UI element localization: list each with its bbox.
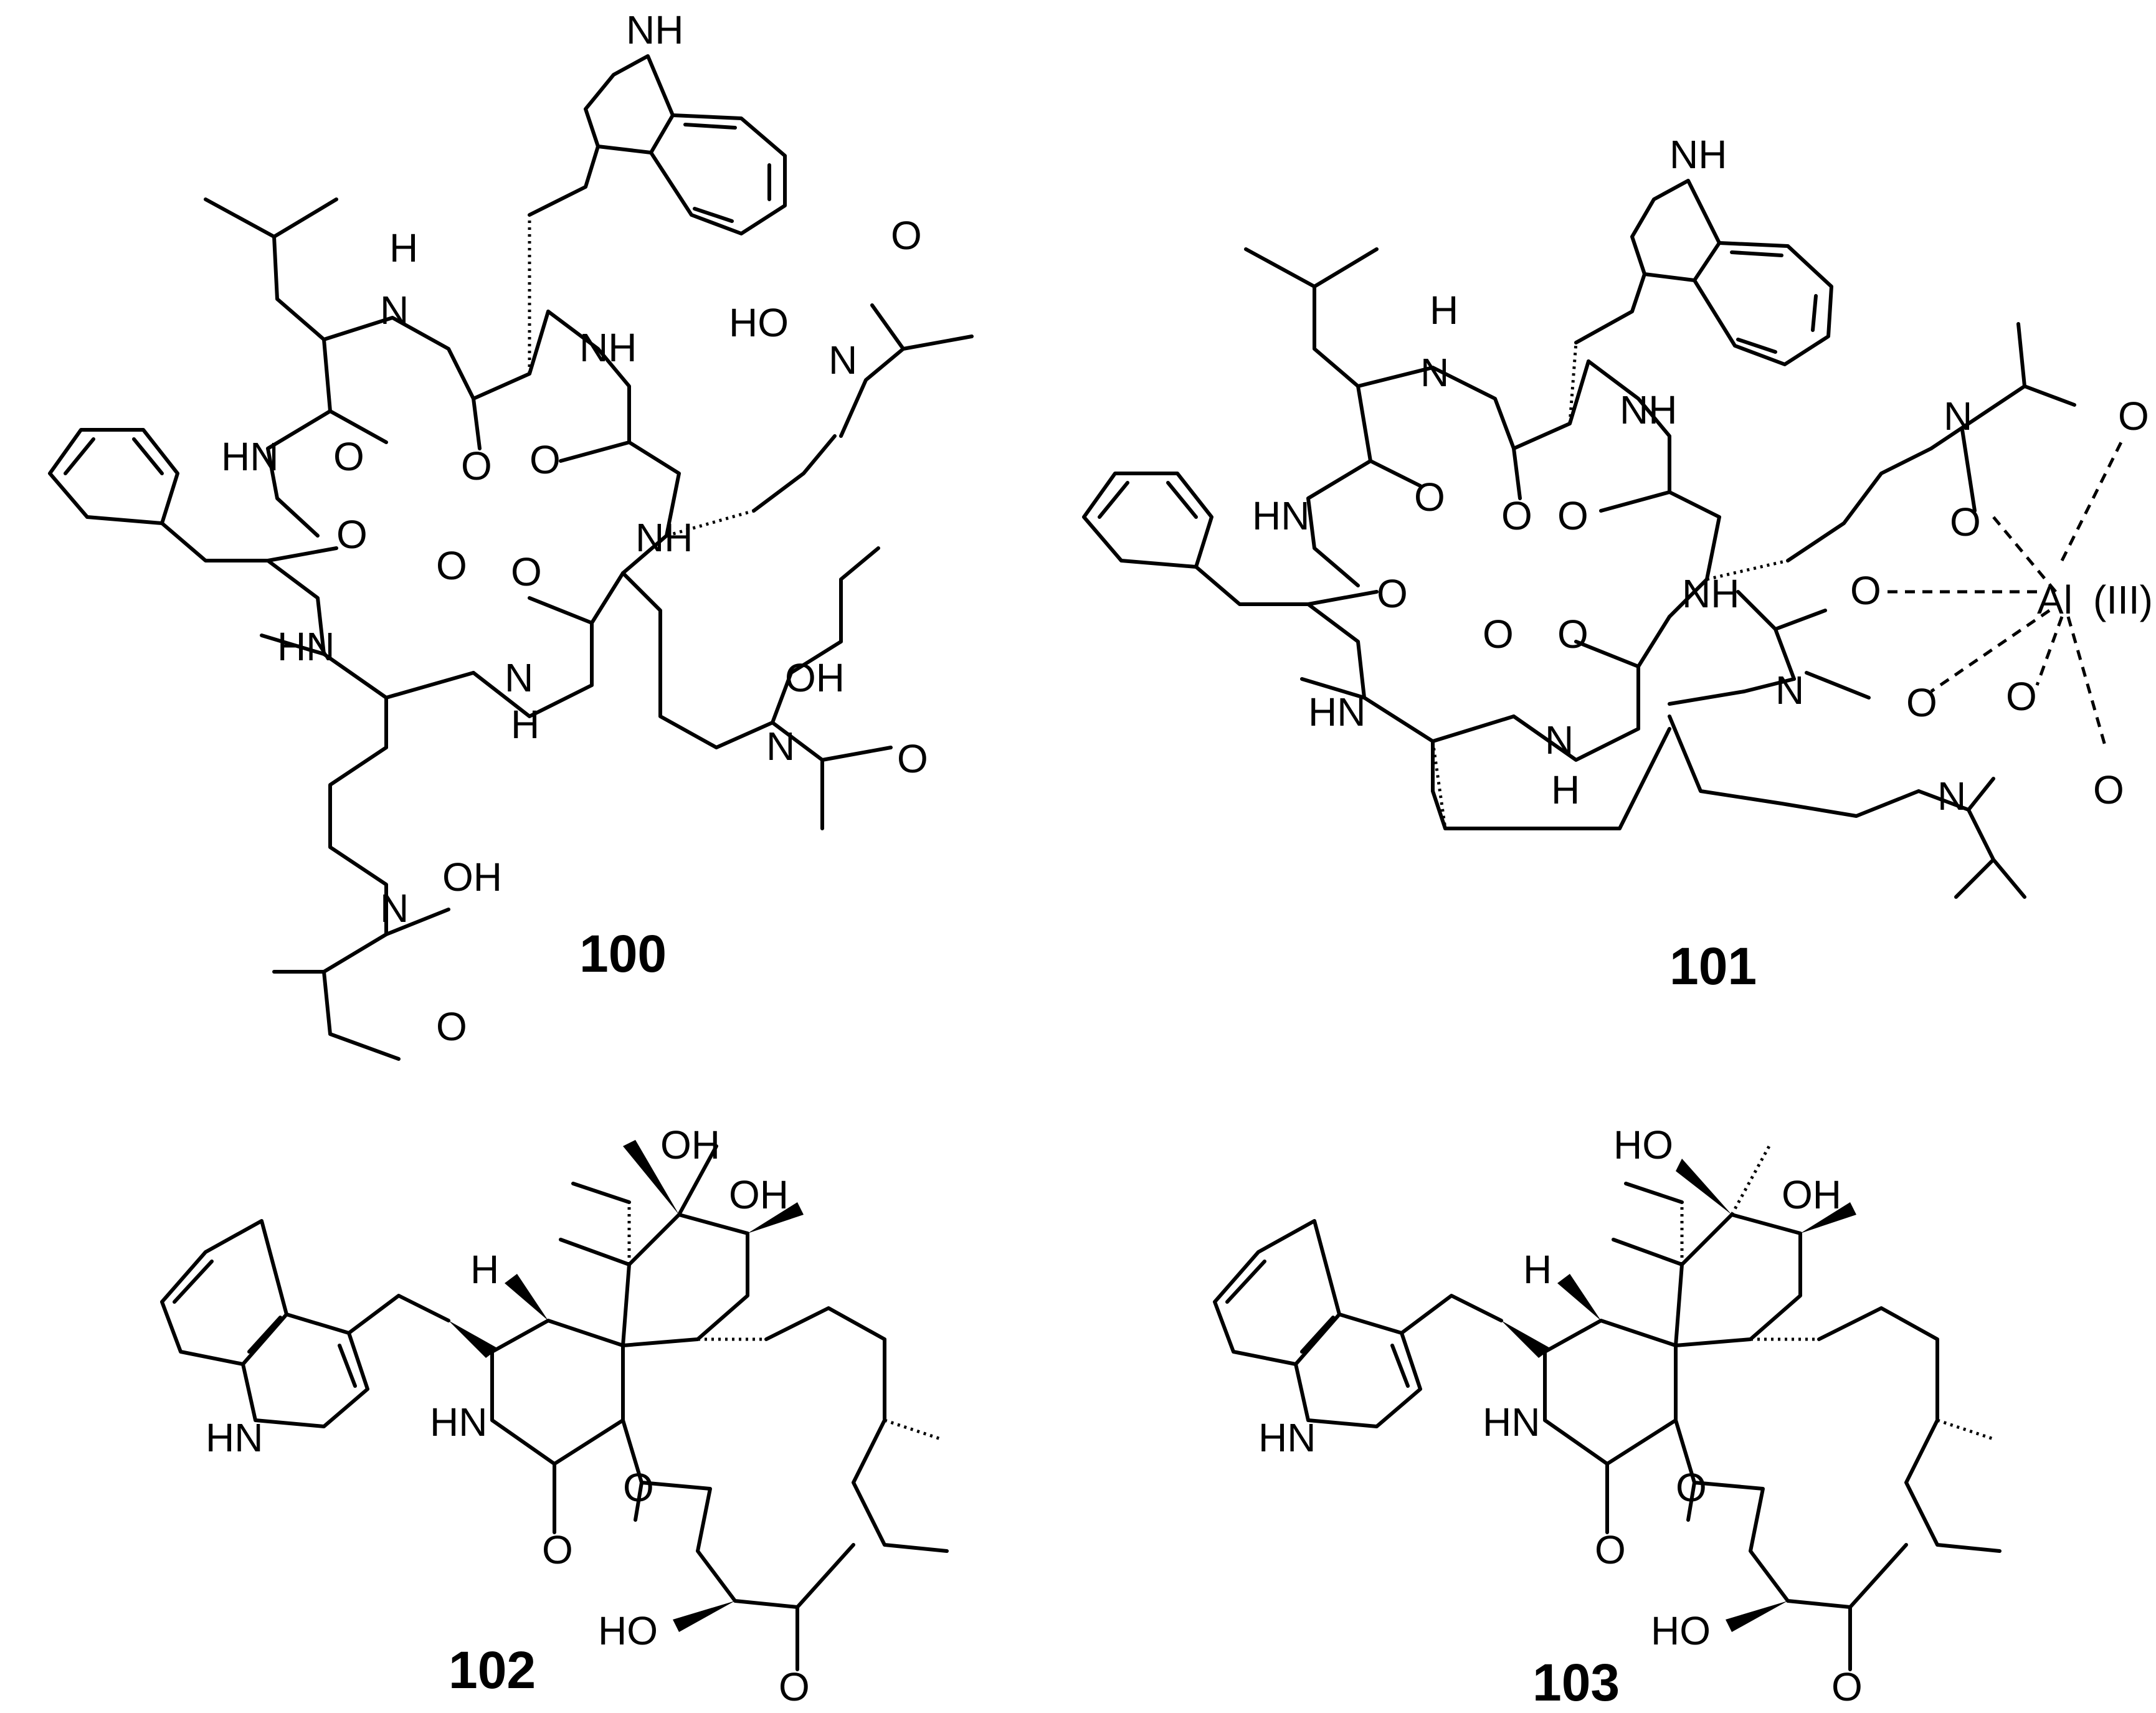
carbonyl-o-label: O bbox=[1483, 612, 1514, 657]
ketone-o-label: O bbox=[1831, 1664, 1863, 1709]
hydroxyl-ho-label: HO bbox=[598, 1608, 658, 1653]
amide-n-label: N bbox=[1420, 350, 1449, 395]
hydroxamate-n-label: N bbox=[1937, 774, 1966, 819]
ring-fusion-h-label: H bbox=[470, 1247, 499, 1292]
amide-h-label: H bbox=[1430, 288, 1458, 333]
amide-nh-label: NH bbox=[1620, 387, 1677, 432]
amide-hn-label: HN bbox=[221, 434, 278, 479]
ketone-o-label: O bbox=[623, 1465, 654, 1510]
lactam-o-label: O bbox=[542, 1527, 573, 1572]
amide-nh-label: NH bbox=[635, 515, 693, 560]
hydroxamate-o-label: O bbox=[1950, 500, 1981, 544]
hydroxamate-n-label: N bbox=[766, 724, 795, 769]
amide-nh-label: NH bbox=[1682, 571, 1739, 616]
carbonyl-o-label: O bbox=[1377, 571, 1408, 616]
hydroxamate-o-label: O bbox=[1906, 680, 1937, 725]
acetyl-o-label: O bbox=[436, 1004, 467, 1049]
carbonyl-o-label: O bbox=[1501, 493, 1532, 538]
carbonyl-o-label: O bbox=[1414, 475, 1445, 520]
ketone-o-label: O bbox=[1676, 1465, 1707, 1510]
ring-fusion-h-label: H bbox=[1523, 1247, 1552, 1292]
acetyl-o-label: O bbox=[2093, 767, 2124, 812]
hydroxyl-oh-label: OH bbox=[729, 1172, 789, 1217]
carbonyl-o-label: O bbox=[1557, 493, 1589, 538]
compound-101-id: 101 bbox=[1669, 937, 1757, 995]
hydroxamate-n-label: N bbox=[829, 338, 857, 382]
amide-h-label: H bbox=[1551, 767, 1580, 812]
lactam-hn-label: HN bbox=[1483, 1400, 1540, 1445]
carbonyl-o-label: O bbox=[461, 444, 492, 488]
lactam-o-label: O bbox=[1595, 1527, 1626, 1572]
acetyl-o-label: O bbox=[2118, 394, 2149, 439]
amide-hn-label: HN bbox=[1308, 690, 1365, 734]
oxidation-state-label: (III) bbox=[2093, 577, 2153, 622]
amide-n-label: N bbox=[1545, 718, 1574, 762]
carbonyl-o-label: O bbox=[1557, 612, 1589, 657]
amide-hn-label: HN bbox=[277, 624, 335, 669]
hydroxamate-o-label: O bbox=[2006, 674, 2037, 719]
compound-100-atom-labels: NH H N NH O O O HN O NH O O HN N H HO N … bbox=[221, 7, 928, 1049]
amide-n-label: N bbox=[380, 288, 409, 333]
acetyl-o-label: O bbox=[1850, 568, 1881, 613]
carbonyl-o-label: O bbox=[436, 543, 467, 588]
aluminium-label: Al bbox=[2037, 577, 2073, 622]
hydroxamate-n-label: N bbox=[1944, 394, 1972, 439]
indole-nh-label: NH bbox=[626, 7, 683, 52]
hydroxyl-oh-label: OH bbox=[1782, 1172, 1841, 1217]
amide-h-label: H bbox=[511, 702, 539, 747]
indole-hn-label: HN bbox=[1258, 1415, 1316, 1460]
carbonyl-o-label: O bbox=[333, 434, 364, 479]
indole-hn-label: HN bbox=[206, 1415, 263, 1460]
compound-101-atom-labels: NH H N NH O O O HN O NH O O HN N H N O O… bbox=[1252, 132, 2153, 995]
amide-nh-label: NH bbox=[579, 325, 637, 370]
compound-102-id: 102 bbox=[449, 1641, 536, 1699]
acetyl-o-label: O bbox=[897, 736, 928, 781]
hydroxyl-ho-label: HO bbox=[1613, 1122, 1673, 1167]
hydroxamate-n-label: N bbox=[380, 886, 409, 931]
hydroxyl-ho-label: HO bbox=[1651, 1608, 1711, 1653]
amide-h-label: H bbox=[389, 225, 418, 270]
compound-103-atom-labels: HO OH H HN O O HN HO O 103 bbox=[1258, 1122, 1863, 1712]
acetyl-o-label: O bbox=[891, 213, 922, 258]
carbonyl-o-label: O bbox=[530, 437, 561, 482]
compound-101-structure bbox=[1082, 179, 2126, 899]
hydroxyl-oh-label: OH bbox=[660, 1122, 720, 1167]
compound-100-id: 100 bbox=[579, 924, 667, 983]
lactam-hn-label: HN bbox=[430, 1400, 487, 1445]
compound-102-structure bbox=[160, 1140, 949, 1671]
compound-102-atom-labels: OH OH H HN O O HN HO O 102 bbox=[206, 1122, 810, 1709]
compound-103-structure bbox=[1213, 1145, 2002, 1671]
hydroxamate-n-label: N bbox=[1775, 668, 1804, 713]
indole-nh-label: NH bbox=[1669, 132, 1727, 177]
amide-n-label: N bbox=[505, 655, 533, 700]
hydroxamate-ho-label: HO bbox=[729, 300, 789, 345]
hydroxamate-oh-label: OH bbox=[785, 655, 845, 700]
carbonyl-o-label: O bbox=[511, 549, 542, 594]
ketone-o-label: O bbox=[779, 1664, 810, 1709]
amide-hn-label: HN bbox=[1252, 493, 1309, 538]
compound-100-structure bbox=[48, 54, 974, 1061]
compound-103-id: 103 bbox=[1532, 1653, 1620, 1710]
hydroxamate-oh-label: OH bbox=[442, 855, 502, 899]
carbonyl-o-label: O bbox=[336, 512, 368, 557]
